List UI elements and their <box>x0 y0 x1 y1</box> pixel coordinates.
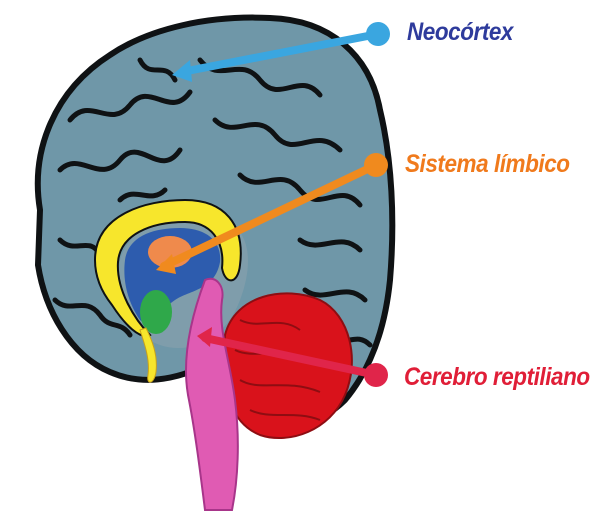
reptilian-brain-label: Cerebro reptiliano <box>404 363 590 392</box>
circle-icon <box>366 22 390 46</box>
circle-icon <box>364 363 388 387</box>
neocortex-label: Neocórtex <box>407 18 513 47</box>
amygdala <box>140 290 172 334</box>
limbic-system-label: Sistema límbico <box>405 150 570 179</box>
circle-icon <box>364 153 388 177</box>
